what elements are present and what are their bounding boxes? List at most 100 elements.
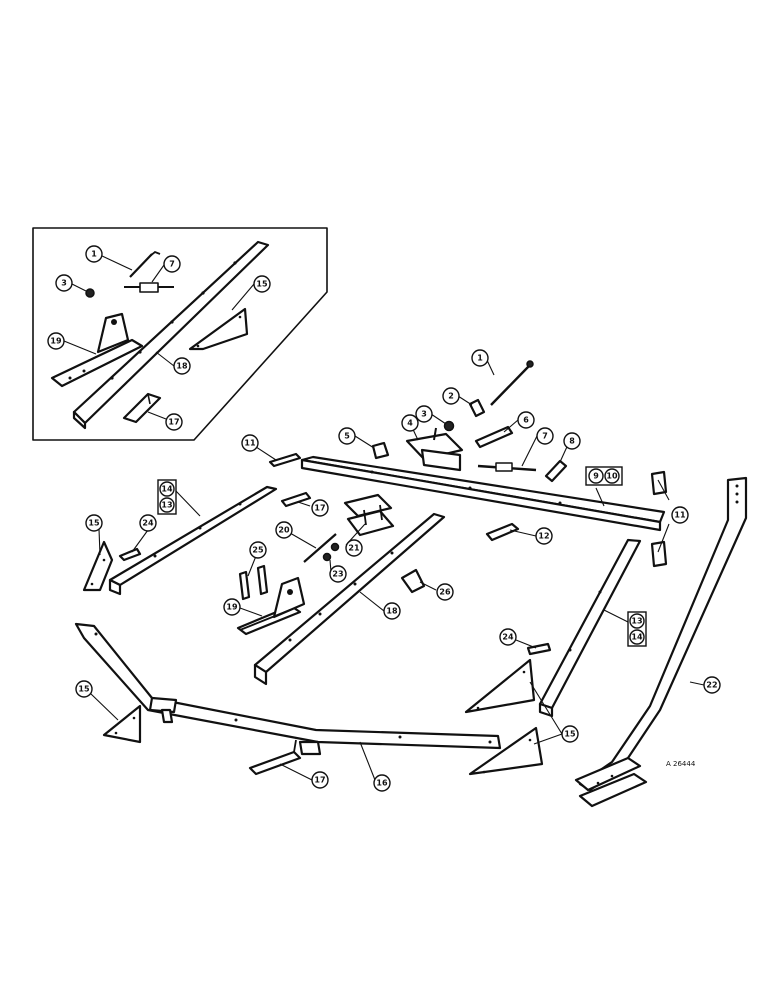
svg-text:7: 7 [169,260,175,269]
callout-22: 22 [703,676,721,694]
inset-bracket-19 [50,312,144,388]
svg-text:18: 18 [176,362,188,371]
nut-23 [322,552,332,562]
callout-8: 8 [563,432,581,450]
svg-text:17: 17 [314,504,325,513]
inset-plate-15 [188,307,249,351]
callout-13-14-right: 13 14 [627,611,647,647]
svg-text:5: 5 [344,432,350,441]
leader-lines [63,254,705,781]
svg-text:18: 18 [386,607,398,616]
callout-24-right: 24 [499,628,517,646]
svg-text:12: 12 [538,532,549,541]
rear-cross-tube [300,455,666,532]
center-tube-18 [253,512,446,686]
callout-4: 4 [401,414,419,432]
svg-text:21: 21 [348,544,360,553]
svg-text:11: 11 [674,511,686,520]
svg-text:14: 14 [631,633,643,642]
callout-19: 19 [223,598,241,616]
callout-inset-18: 18 [173,357,191,375]
inset-tube-18 [72,240,270,430]
left-tube-13-14 [108,485,278,596]
callout-15-right: 15 [561,725,579,743]
callout-inset-3: 3 [55,274,73,292]
plate-11-left [268,452,302,468]
inset-panel [32,227,328,441]
svg-text:2: 2 [448,392,454,401]
plate-15-middle-right [464,658,536,714]
callout-inset-1: 1 [85,245,103,263]
svg-text:11: 11 [244,439,256,448]
callout-26: 26 [436,583,454,601]
inset-nut-3 [85,288,95,298]
callout-23: 23 [329,565,347,583]
callout-21: 21 [345,539,363,557]
callout-11-left: 11 [241,434,259,452]
svg-text:17: 17 [168,418,179,427]
svg-text:3: 3 [61,279,67,288]
svg-text:15: 15 [564,730,576,739]
svg-text:8: 8 [569,437,575,446]
plate-15-left [82,540,114,592]
plate-11-right-bottom [650,540,668,568]
plate-12 [485,522,520,542]
plate-17-upper [280,491,312,508]
svg-text:1: 1 [477,354,483,363]
drawing-reference: A 26444 [666,760,696,768]
hitch-bracket-19 [236,576,306,636]
svg-text:20: 20 [278,526,290,535]
callout-11-right: 11 [671,506,689,524]
svg-text:13: 13 [631,617,642,626]
clip-2 [468,398,486,418]
svg-text:23: 23 [332,570,343,579]
callout-15-front-left: 15 [75,680,93,698]
callout-inset-19: 19 [47,332,65,350]
svg-text:24: 24 [142,519,154,528]
svg-text:16: 16 [376,779,388,788]
svg-text:9: 9 [593,472,599,481]
callout-1: 1 [471,349,489,367]
callout-6: 6 [517,411,535,429]
front-tube-16 [74,622,502,756]
callout-17-upper: 17 [311,499,329,517]
callout-7: 7 [536,427,554,445]
svg-text:10: 10 [606,472,618,481]
turnbuckle-7 [477,462,537,472]
callout-20: 20 [275,521,293,539]
svg-text:15: 15 [88,519,100,528]
svg-text:13: 13 [161,501,172,510]
plate-6 [474,425,514,449]
pins-25 [238,564,269,601]
callout-inset-17: 17 [165,413,183,431]
inset-rod-1 [129,250,161,278]
svg-text:22: 22 [706,681,717,690]
callout-24-left: 24 [139,514,157,532]
svg-text:4: 4 [407,419,413,428]
callout-12: 12 [535,527,553,545]
callout-16: 16 [373,774,391,792]
callout-3: 3 [415,405,433,423]
callout-5: 5 [338,427,356,445]
plate-24-left [118,547,142,562]
svg-text:3: 3 [421,410,427,419]
callout-25: 25 [249,541,267,559]
right-tube-13-14 [538,538,642,718]
plate-15-lower-right [468,726,544,776]
callout-2: 2 [442,387,460,405]
rod-1 [490,360,534,406]
svg-text:19: 19 [226,603,238,612]
inset-turnbuckle-7 [124,282,174,293]
plate-17-lower [248,739,302,776]
bolt-20 [303,533,337,563]
svg-text:15: 15 [256,280,268,289]
svg-text:14: 14 [161,485,173,494]
clamp-21 [343,493,395,537]
callout-13-14-left: 14 13 [157,479,177,515]
callouts: 1 3 7 15 19 18 17 1 2 3 4 5 6 7 8 9 10 1… [47,245,721,792]
nut-23b [330,542,340,552]
callout-inset-15: 15 [253,275,271,293]
svg-text:1: 1 [91,250,97,259]
callout-15-left: 15 [85,514,103,532]
